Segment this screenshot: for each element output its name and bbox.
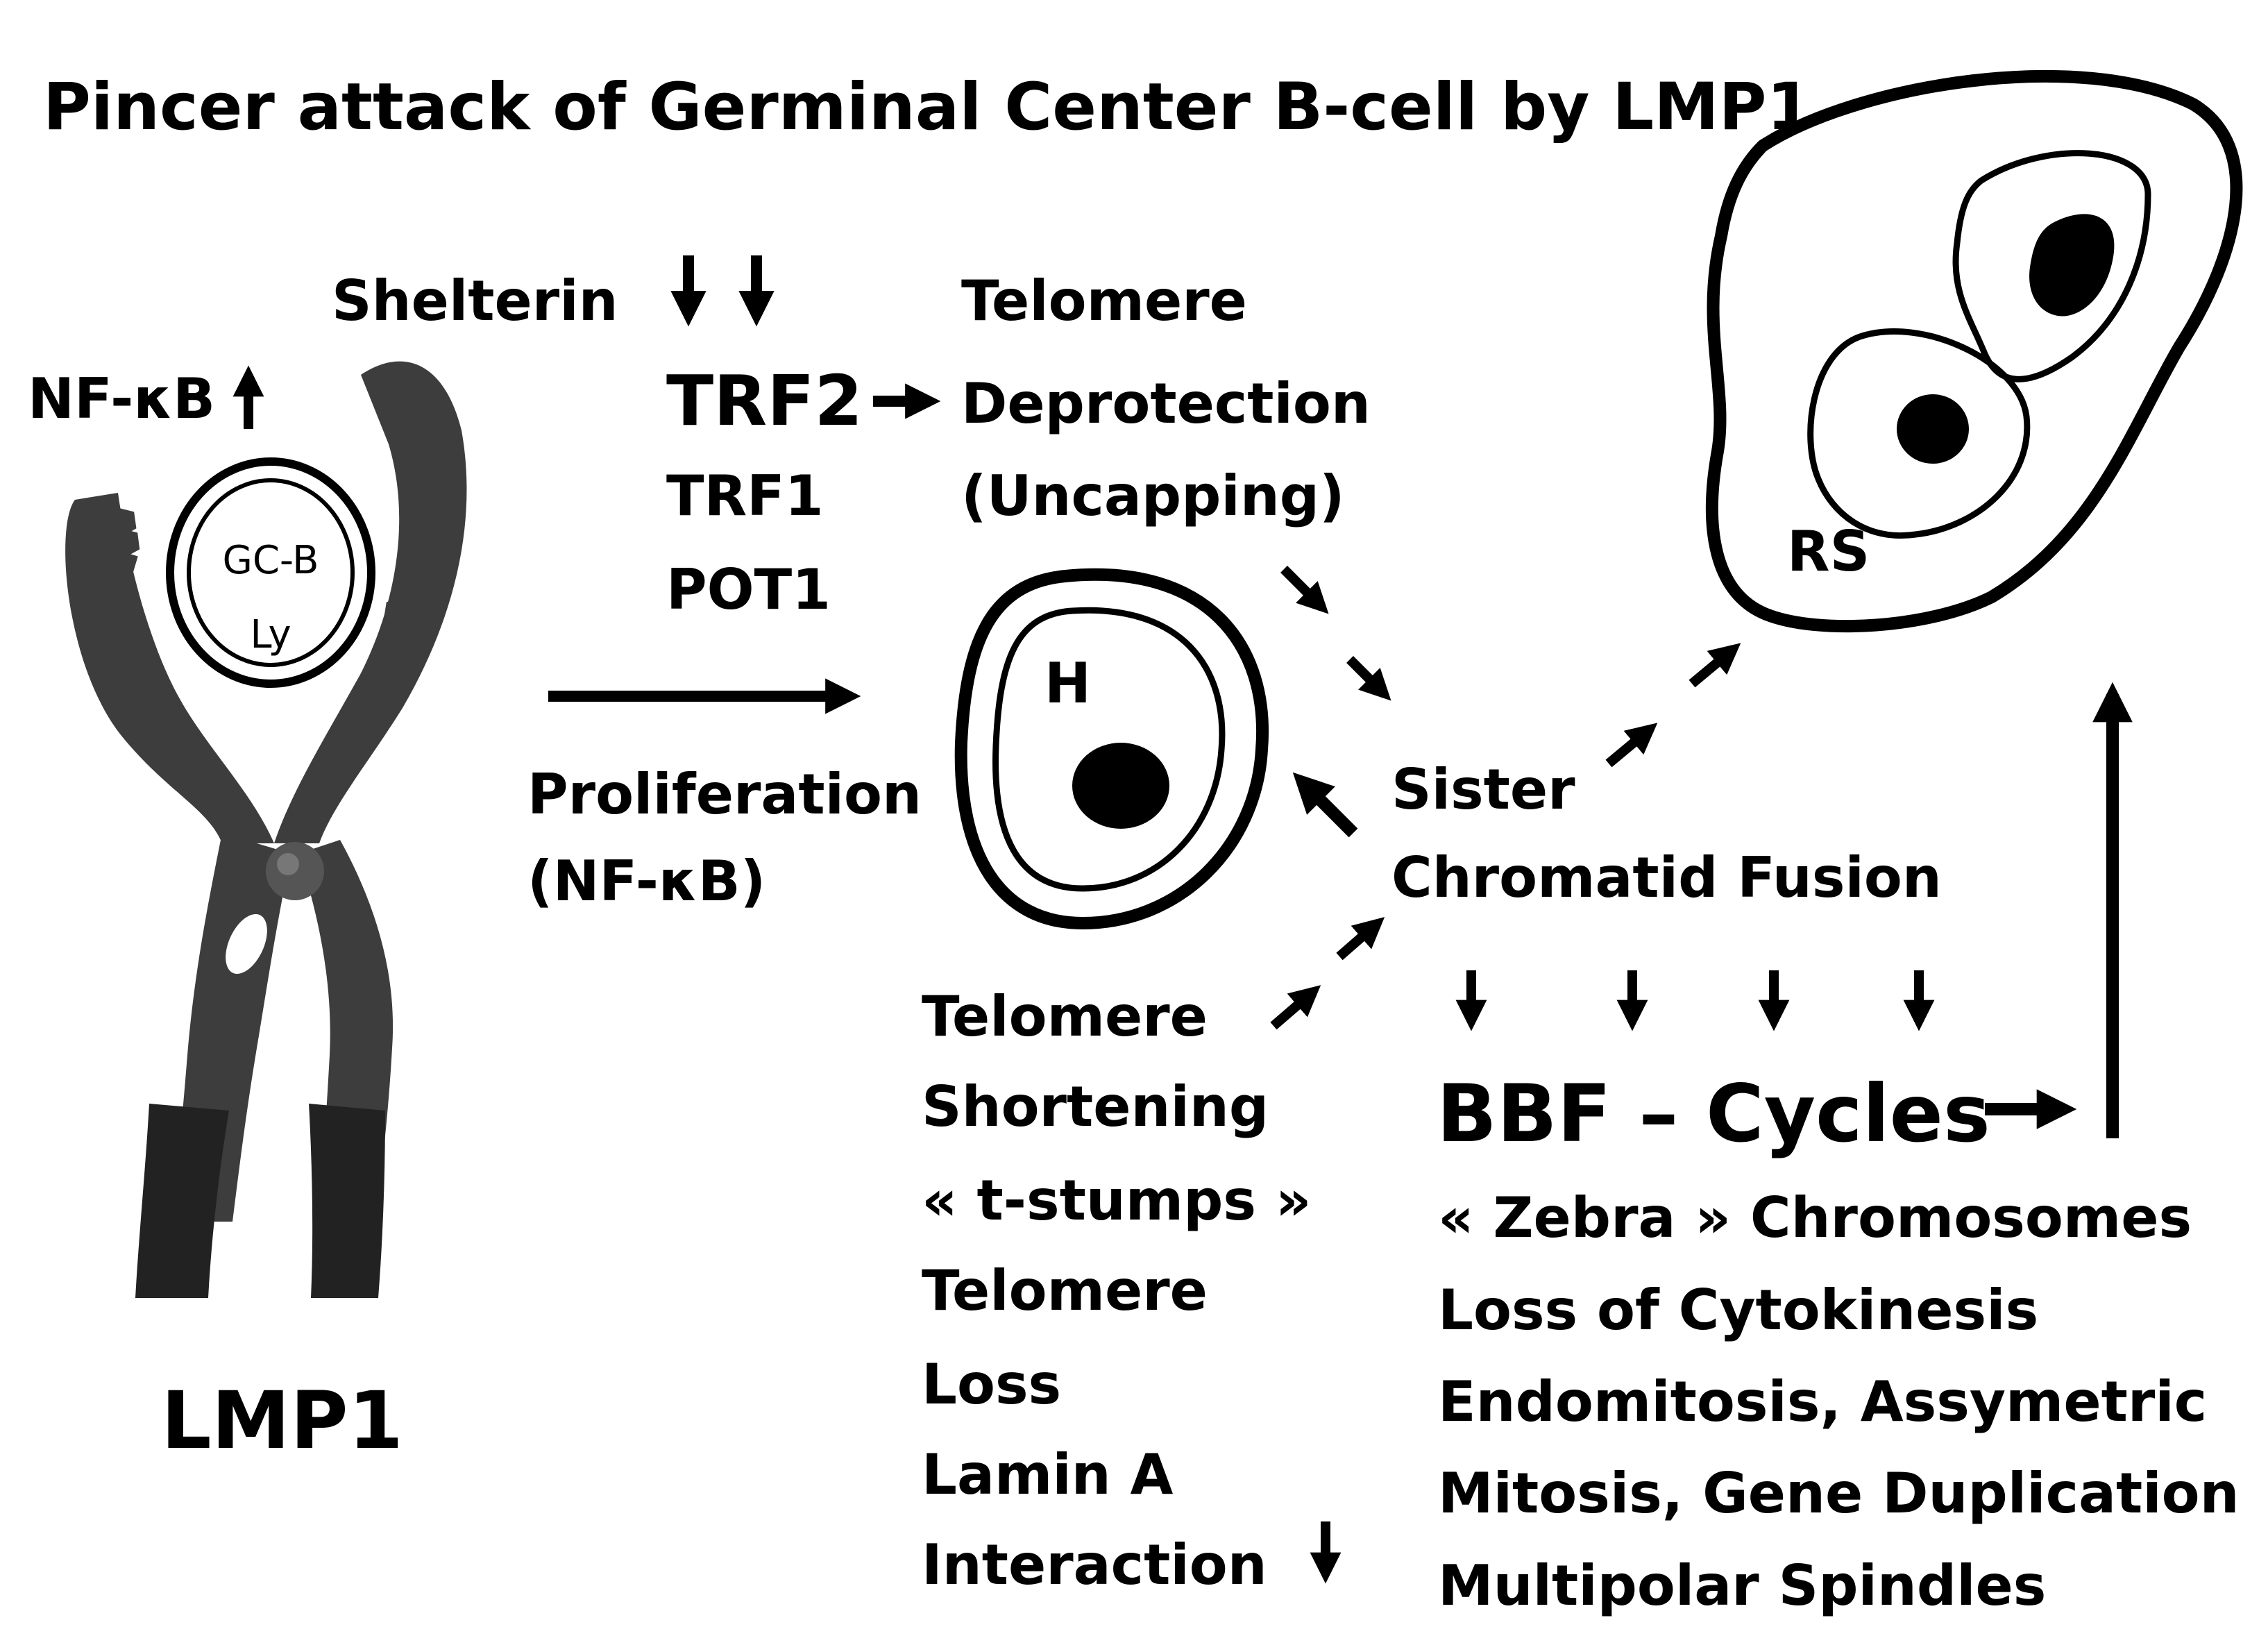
bbf-consequence-3: Endomitosis, Assymetric [1438,1369,2208,1434]
reed-sternberg-label: RS [1787,519,1870,584]
bbf-consequence-4: Mitosis, Gene Duplication [1438,1461,2240,1526]
bbf-consequence-2: Loss of Cytokinesis [1438,1278,2039,1342]
nfkb-label: NF-κB [28,366,216,431]
reed-sternberg-cell [1706,69,2243,633]
fusion-line-1: Sister [1391,757,1575,822]
shortening-arrow-2 [1336,917,1385,961]
deprotection-arrow-2 [1346,656,1391,701]
page-title: Pincer attack of Germinal Center B-cell … [43,69,1812,145]
shortening-line-1: Telomere [922,984,1208,1049]
trf1-label: TRF1 [666,464,824,528]
deprotection-line-2: Deprotection [961,371,1371,436]
deprotection-arrow-1 [1280,566,1329,614]
fusion-line-2: Chromatid Fusion [1391,845,1942,910]
fusion-to-rs-arrow-1 [1605,723,1658,768]
shortening-line-6: Lamin A [922,1442,1174,1507]
trf2-label: TRF2 [666,360,863,441]
deprotection-line-1: Telomere [961,269,1247,333]
fusion-to-h-arrow [1292,772,1358,838]
shortening-line-7: Interaction [922,1533,1267,1597]
hodgkin-label: H [1044,651,1091,716]
shortening-line-3: « t-stumps » [922,1168,1312,1233]
fusion-to-rs-arrow-2 [1689,643,1741,688]
gc-b-label-line2: Ly [250,612,291,657]
gc-b-cell [166,457,375,688]
bbf-consequence-1: « Zebra » Chromosomes [1438,1186,2192,1250]
shelterin-label: Shelterin [332,269,618,333]
lmp1-label: LMP1 [161,1374,403,1467]
shortening-line-5: Loss [922,1352,1062,1417]
hodgkin-cell [954,568,1269,930]
deprotection-line-3: (Uncapping) [961,464,1345,528]
proliferation-line-2: (NF-κB) [527,849,766,913]
proliferation-line-1: Proliferation [527,762,922,827]
pliers-icon [65,361,467,1298]
bbf-consequence-5: Multipolar Spindles [1438,1553,2047,1618]
shortening-arrow-1 [1270,985,1321,1030]
shortening-line-2: Shortening [922,1074,1269,1139]
pot1-label: POT1 [666,557,831,622]
bbf-label: BBF – Cycles [1437,1068,1990,1160]
gc-b-label-line1: GC-B [222,538,319,583]
shortening-line-4: Telomere [922,1258,1208,1323]
